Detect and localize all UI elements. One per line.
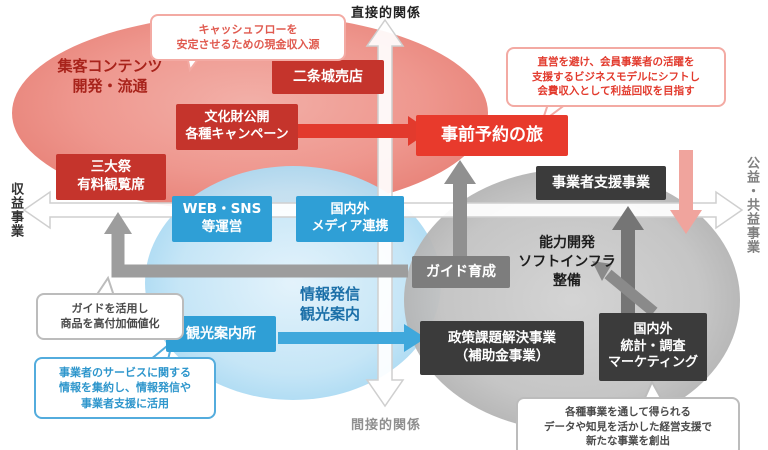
box-media-cooperation: 国内外 メディア連携 (296, 196, 404, 242)
zone-info-label: 情報発信 観光案内 (299, 285, 360, 324)
callout-cashflow: キャッシュフローを 安定させるための現金収入源 (150, 14, 346, 61)
callout-service-data: 事業者のサービスに関する 情報を集約し、情報発信や 事業者支援に活用 (34, 357, 216, 420)
zone-capability-label: 能力開発 ソフトインフラ 整備 (518, 235, 616, 289)
axis-label-public: 公益・共益事業 (744, 156, 759, 254)
axis-label-revenue: 収益事業 (8, 182, 23, 238)
arrow-guide-to-travel (444, 160, 476, 256)
box-guide-training: ガイド育成 (412, 256, 510, 288)
arrow-travel-to-support (670, 150, 702, 234)
box-nijo-castle-shop: 二条城売店 (272, 60, 384, 94)
callout-guide-value: ガイドを活用し 商品を高付加価値化 (36, 293, 184, 340)
arrow-guide-to-festival-head (104, 212, 132, 234)
box-operator-support: 事業者支援事業 (536, 166, 666, 200)
box-three-festivals: 三大祭 有料観覧席 (56, 154, 166, 200)
box-cultural-campaign: 文化財公開 各種キャンペーン (176, 104, 298, 150)
box-policy-projects: 政策課題解決事業 （補助金事業） (420, 321, 584, 375)
arrow-campaign-to-travel (296, 116, 430, 146)
callout-management-support: 各種事業を通して得られる データや知見を活かした経営支援で 新たな事業を創出 (516, 397, 740, 450)
box-statistics-marketing: 国内外 統計・調査 マーケティング (599, 313, 707, 381)
box-web-sns: WEB・SNS 等運営 (172, 196, 272, 242)
arrow-info-to-policy (278, 324, 426, 352)
box-prebooked-travel: 事前予約の旅 (416, 115, 568, 156)
axis-label-direct: 直接的関係 (350, 6, 421, 21)
zone-attract-label: 集客コンテンツ 開発・流通 (57, 57, 163, 96)
axis-label-indirect: 間接的関係 (350, 418, 421, 433)
zone-capability-ellipse (404, 169, 740, 431)
callout-business-model: 直営を避け、会員事業者の活躍を 支援するビジネスモデルにシフトし 会費収入として… (506, 47, 726, 108)
